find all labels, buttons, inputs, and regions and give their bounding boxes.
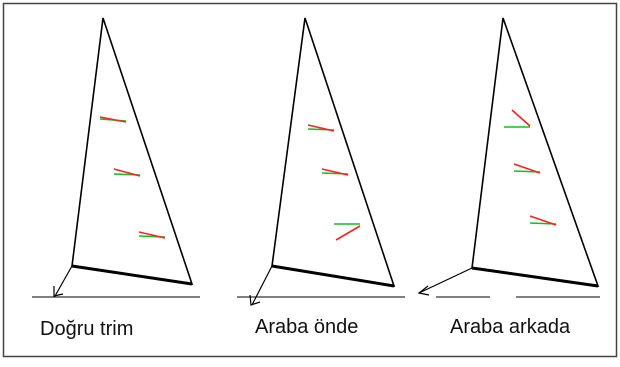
telltale-bottom [334,223,361,241]
panel-car-aft [417,17,600,298]
boom-line [271,264,395,288]
telltale-middle [321,168,349,176]
caption-correct-trim: Doğru trim [40,318,134,340]
telltale-top [99,116,127,123]
sail-outline [271,17,396,288]
boom-line [471,266,599,288]
telltale-bottom [138,231,166,239]
telltale-bottom [529,215,557,226]
sail-outline [71,17,194,285]
boom-line [71,264,193,286]
telltale-top [307,124,335,132]
diagram-frame [2,2,618,358]
panel-car-forward [237,17,405,306]
sheet-arrow [53,265,73,297]
panel-correct-trim [32,17,200,298]
telltale-middle [113,168,141,177]
telltale-middle [513,163,541,174]
sheet-arrow [249,265,273,306]
caption-car-forward: Araba önde [255,316,359,338]
sail-outline [471,17,600,287]
telltale-top [504,109,531,128]
sheet-arrow [417,267,473,296]
caption-car-aft: Araba arkada [450,316,571,338]
